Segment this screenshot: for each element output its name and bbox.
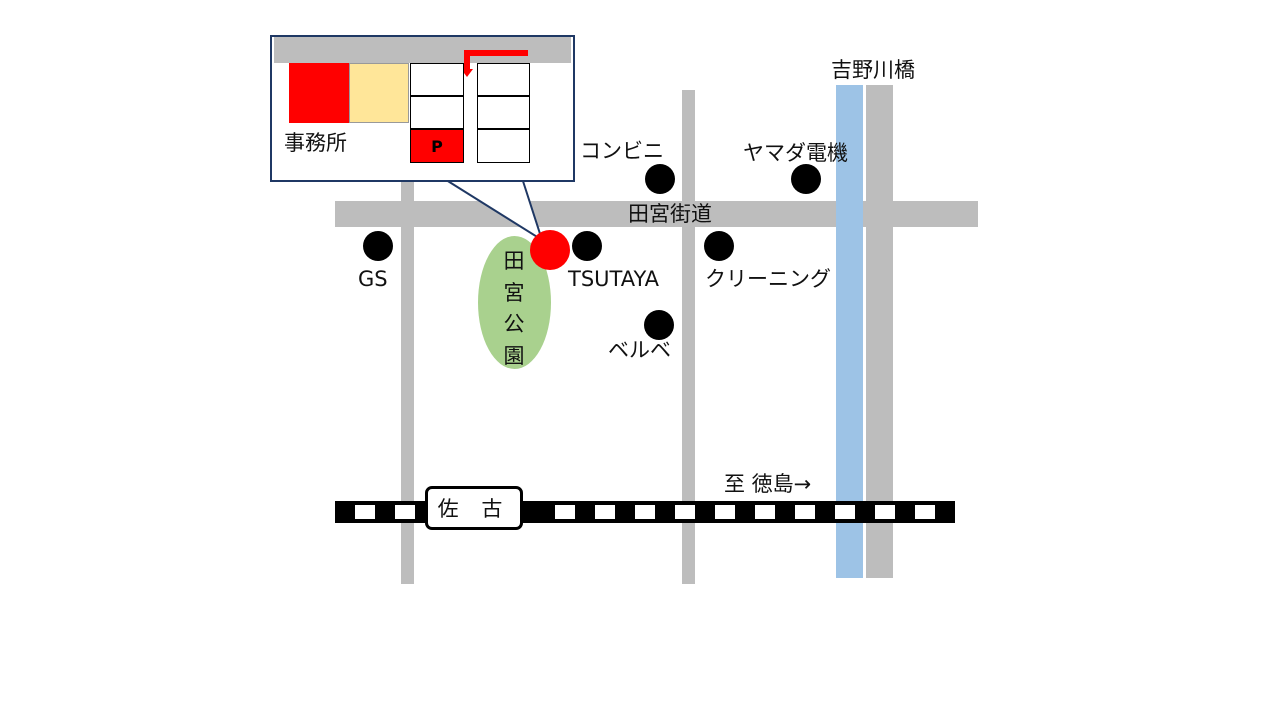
parking-sign-icon: P — [431, 136, 443, 156]
street-label-tamiya-kaido: 田宮街道 — [628, 202, 712, 226]
parking-space-reserved: P — [410, 129, 464, 163]
landmark-dot-convenience-store — [645, 164, 675, 194]
road-central-vertical — [682, 90, 695, 584]
landmark-label-cleaning: クリーニング — [705, 267, 831, 291]
park-label-char: 園 — [503, 343, 525, 368]
rail-tie — [635, 505, 655, 519]
landmark-label-gas-station: GS — [358, 267, 388, 291]
parking-space — [477, 129, 530, 163]
station-box-saiko: 佐 古 — [425, 486, 523, 530]
landmark-dot-cleaning — [704, 231, 734, 261]
rail-tie — [875, 505, 895, 519]
landmark-dot-gas-station — [363, 231, 393, 261]
direction-label: 至 徳島→ — [724, 472, 812, 496]
rail-tie — [675, 505, 695, 519]
rail-tie — [355, 505, 375, 519]
office-inset-callout: 事務所 P — [270, 35, 575, 182]
river-yoshinogawa — [836, 85, 863, 578]
parking-space — [477, 63, 530, 96]
road-yoshinogawa-bridge — [866, 85, 893, 578]
office-location-marker — [530, 230, 570, 270]
bridge-label: 吉野川橋 — [831, 58, 915, 82]
park-label: 田 宮 公 園 — [500, 246, 528, 372]
office-annex — [349, 63, 409, 123]
rail-tie — [915, 505, 935, 519]
road-west-vertical — [401, 178, 414, 584]
rail-tie — [395, 505, 415, 519]
landmark-dot-tsutaya — [572, 231, 602, 261]
rail-tie — [555, 505, 575, 519]
office-label: 事務所 — [284, 131, 347, 155]
parking-space — [477, 96, 530, 129]
landmark-label-yamada-denki: ヤマダ電機 — [743, 141, 848, 165]
parking-space — [410, 63, 464, 96]
landmark-label-tsutaya: TSUTAYA — [568, 267, 660, 291]
office-building — [289, 63, 349, 123]
rail-tie — [755, 505, 775, 519]
park-label-char: 宮 — [503, 280, 525, 305]
landmark-label-belle: ベルベ — [608, 338, 671, 362]
rail-tie — [595, 505, 615, 519]
rail-tie — [715, 505, 735, 519]
parking-space — [410, 96, 464, 129]
landmark-dot-yamada-denki — [791, 164, 821, 194]
rail-tie — [795, 505, 815, 519]
entrance-arrow-icon — [461, 50, 528, 77]
park-label-char: 田 — [503, 249, 525, 273]
station-name: 佐 古 — [437, 497, 511, 521]
rail-tie — [835, 505, 855, 519]
callout-pointer — [442, 177, 544, 243]
park-label-char: 公 — [503, 312, 525, 336]
landmark-dot-belle — [644, 310, 674, 340]
landmark-label-convenience-store: コンビニ — [580, 139, 664, 163]
